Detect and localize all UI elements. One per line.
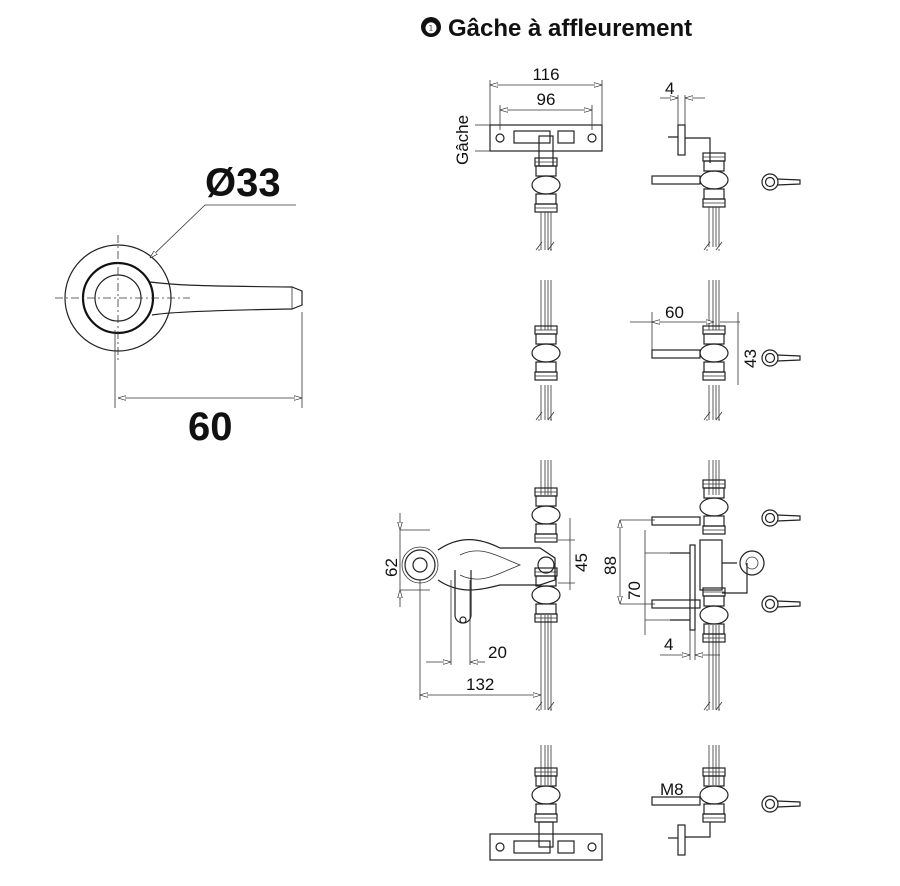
rod-segment-2 (531, 279, 561, 421)
dim-116: 116 (532, 65, 559, 84)
dim-4-top: 4 (665, 79, 674, 98)
eye-handle-detail: Ø33 60 (55, 161, 303, 449)
section-title: ❶ Gâche à affleurement (421, 15, 692, 42)
length-label: 60 (188, 405, 233, 449)
strike-plate-front-view: 116 96 Gâche (453, 65, 603, 251)
dim-60-handle: 60 (665, 303, 684, 322)
dim-70: 70 (625, 581, 644, 600)
strike-label: Gâche (453, 115, 472, 165)
diameter-label: Ø33 (205, 161, 281, 205)
strike-plate-bottom (489, 744, 603, 861)
bracket-side-view: 88 70 4 (601, 459, 801, 711)
section-number: ❶ (425, 20, 438, 36)
dim-4-mid: 4 (664, 635, 673, 654)
lever-front-view: 62 45 20 132 (382, 459, 591, 711)
dim-20: 20 (488, 643, 507, 662)
dim-m8: M8 (660, 780, 684, 799)
side-view-top: 4 (651, 79, 801, 251)
dim-132: 132 (466, 675, 494, 694)
side-view-handle: 60 43 (630, 279, 801, 421)
dim-88: 88 (601, 556, 620, 575)
section-title-text: Gâche à affleurement (448, 15, 692, 42)
dim-96: 96 (537, 90, 556, 109)
dim-45: 45 (572, 553, 591, 572)
side-view-bottom: M8 (651, 744, 801, 856)
dim-62: 62 (382, 558, 401, 577)
number-badge-icon (421, 17, 441, 37)
dim-43: 43 (741, 349, 760, 368)
